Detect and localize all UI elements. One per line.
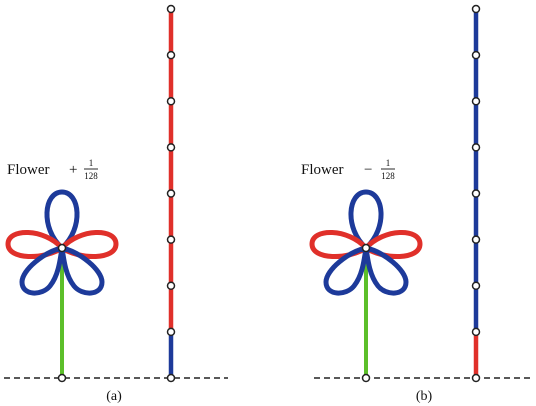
pole-bead [166,281,176,290]
pole-bead [166,4,176,14]
pole-bead [471,235,481,244]
flower-base-bead [57,373,67,383]
caption-b-denominator: 128 [381,171,395,181]
caption-a-word: Flower [7,162,50,178]
flower-b [309,189,423,383]
pole-bead [471,97,481,106]
pole-bead [471,281,481,290]
caption-b: Flower − 1 128 [301,158,395,181]
pole-bead [471,189,481,198]
panel-label-b: (b) [416,389,433,404]
petal-lower-left [323,245,369,296]
caption-a-denominator: 128 [84,171,98,181]
petal-top [44,189,80,251]
pole-bead [471,373,481,383]
pole-bead [166,97,176,106]
caption-a-sign: + [69,162,77,178]
caption-b-sign: − [364,162,372,178]
petal-lower-right [59,245,105,296]
pole-bead [166,189,176,198]
pole-b [471,4,481,383]
pole-bead [166,373,176,383]
flower-base-bead [361,373,371,383]
flower-center-bead [361,243,371,253]
petal-lower-right [363,245,409,296]
pole-bead [471,50,481,60]
caption-b-word: Flower [301,162,344,178]
flower-center-bead [57,243,67,253]
caption-a-numerator: 1 [89,158,94,168]
panel-label-a: (a) [106,389,122,404]
petal-lower-left [19,245,65,296]
caption-b-numerator: 1 [386,158,391,168]
pole-bead [471,143,481,152]
pole-bead [471,327,481,337]
pole-bead [166,327,176,337]
pole-a [166,4,176,383]
flower-a [5,189,119,383]
caption-a: Flower + 1 128 [7,158,98,181]
pole-bead [166,50,176,60]
pole-bead [166,235,176,244]
pole-bead [471,4,481,14]
petal-top [348,189,384,251]
pole-bead [166,143,176,152]
